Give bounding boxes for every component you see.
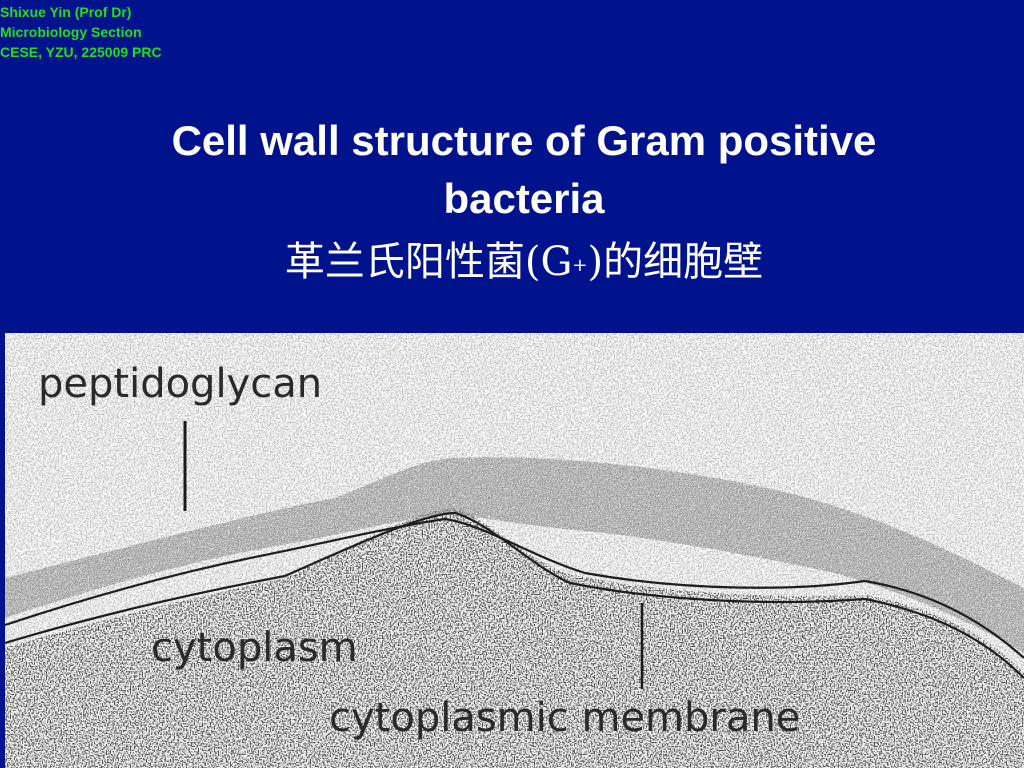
- author-block: Shixue Yin (Prof Dr) Microbiology Sectio…: [0, 2, 162, 62]
- title-line-2: bacteria: [443, 175, 605, 222]
- subtitle-text-pre: 革兰氏阳性菌(G: [284, 239, 573, 285]
- micrograph-drawing: [5, 333, 1024, 768]
- slide-subtitle: 革兰氏阳性菌(G+)的细胞壁: [0, 232, 1024, 292]
- cytoplasmic-membrane-lines: [5, 511, 1024, 679]
- subtitle-superscript: +: [572, 255, 588, 276]
- label-peptidoglycan: peptidoglycan: [38, 361, 323, 407]
- label-cytoplasmic-membrane: cytoplasmic membrane: [329, 695, 801, 741]
- subtitle-text-post: )的细胞壁: [587, 239, 764, 285]
- slide-title: Cell wall structure of Gram positive bac…: [0, 112, 1024, 228]
- cell-wall-micrograph: peptidoglycan cytoplasm cytoplasmic memb…: [5, 333, 1024, 768]
- author-line-name: Shixue Yin (Prof Dr): [0, 4, 132, 20]
- author-line-section: Microbiology Section: [0, 24, 142, 40]
- author-line-address: CESE, YZU, 225009 PRC: [0, 44, 162, 60]
- title-line-1: Cell wall structure of Gram positive: [171, 117, 877, 164]
- label-cytoplasm: cytoplasm: [151, 625, 358, 671]
